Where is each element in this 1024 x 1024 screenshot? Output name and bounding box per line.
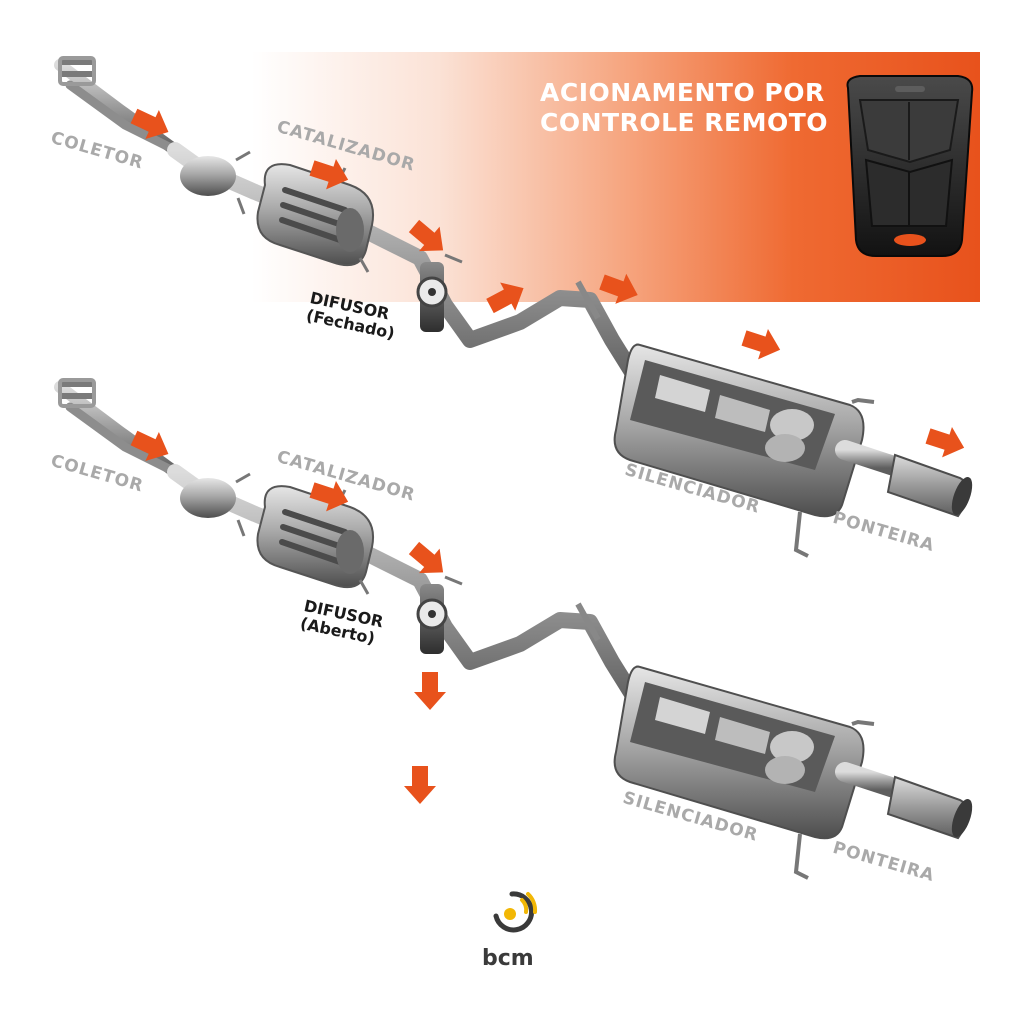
arrow-icon (739, 322, 786, 365)
remote-control (846, 75, 974, 257)
arrow-down-icon (414, 672, 446, 710)
brand-logo-text: bcm (482, 946, 534, 971)
headline-line-2: CONTROLE REMOTO (540, 108, 829, 137)
banner-headline: ACIONAMENTO POR CONTROLE REMOTO (540, 78, 840, 138)
arrow-down-icon (404, 766, 436, 804)
arrow-icon (596, 266, 644, 311)
bcm-logo-icon (493, 891, 538, 933)
arrow-icon (923, 420, 970, 463)
headline-line-1: ACIONAMENTO POR (540, 78, 825, 107)
